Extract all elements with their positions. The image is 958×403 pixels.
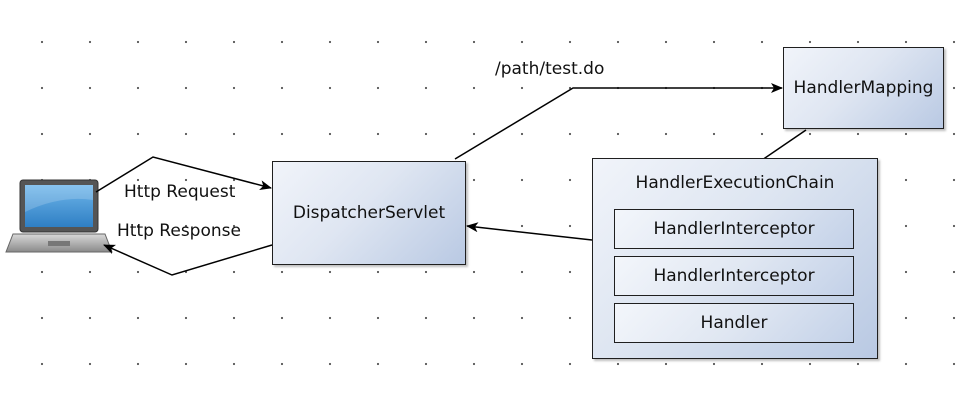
path-connector <box>454 83 783 160</box>
http-response-connector <box>103 244 273 276</box>
handler-execution-chain-node: HandlerExecutionChain HandlerInterceptor… <box>592 158 878 359</box>
dispatcher-servlet-label: DispatcherServlet <box>292 203 446 223</box>
handler-interceptor-label: HandlerInterceptor <box>653 266 815 286</box>
dispatcher-servlet-node: DispatcherServlet <box>272 161 466 265</box>
mapping-chain-connector <box>761 129 807 161</box>
http-request-label: Http Request <box>124 182 236 202</box>
handler-box: Handler <box>614 303 854 343</box>
path-label: /path/test.do <box>495 59 605 79</box>
handler-mapping-label: HandlerMapping <box>793 78 934 98</box>
handler-label: Handler <box>700 313 768 333</box>
handler-interceptor-box: HandlerInterceptor <box>614 256 854 296</box>
handler-interceptor-label: HandlerInterceptor <box>653 219 815 239</box>
handler-interceptor-box: HandlerInterceptor <box>614 209 854 249</box>
laptop-icon <box>5 179 113 253</box>
http-response-label: Http Response <box>117 221 241 241</box>
handler-mapping-node: HandlerMapping <box>783 47 944 129</box>
handler-execution-chain-title: HandlerExecutionChain <box>635 173 835 193</box>
chain-dispatcher-connector <box>466 222 593 241</box>
http-request-connector <box>95 156 272 193</box>
